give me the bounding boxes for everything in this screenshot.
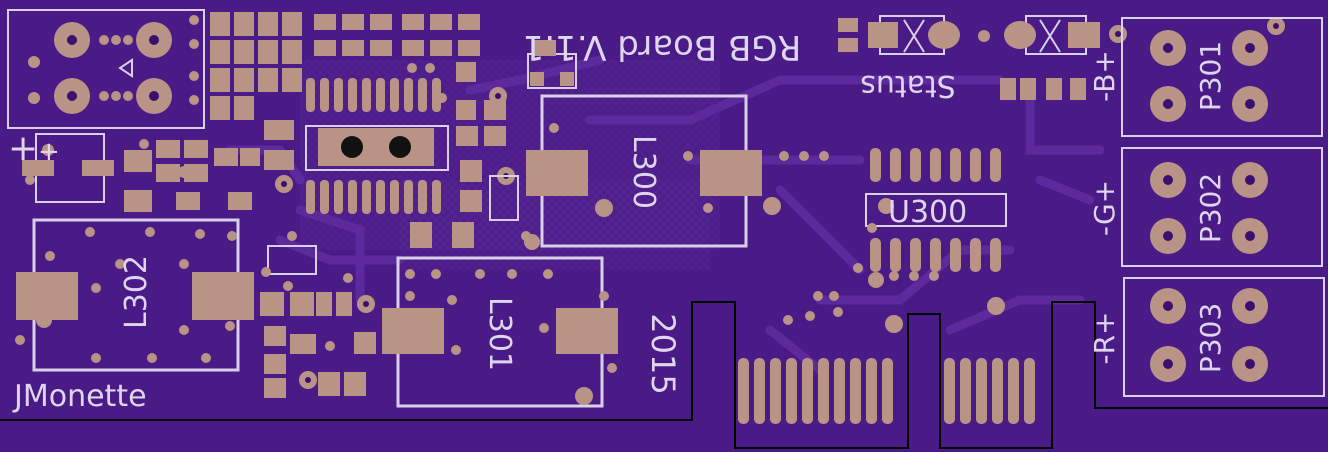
l301-vias	[405, 269, 617, 405]
edge-connector-fingers	[738, 358, 1035, 424]
board-outline	[0, 301, 1328, 449]
usb-hole	[341, 136, 363, 158]
inductor-pad	[526, 150, 588, 196]
connector-p301	[1121, 17, 1323, 137]
inductor-pad	[16, 272, 78, 320]
inductor-label-l300: L300	[626, 135, 661, 209]
usb-pad	[318, 128, 434, 166]
ic-u300	[783, 148, 1007, 333]
connector-ref-p302: P302	[1194, 173, 1227, 243]
usb-outline	[305, 125, 449, 171]
inductor-pad	[556, 308, 618, 354]
connector-p303	[1123, 277, 1325, 397]
author-label: JMonette	[12, 379, 147, 414]
inductor-label-l301: L301	[482, 297, 517, 371]
ic-label-u300: U300	[888, 195, 967, 230]
inductor-label-l302: L302	[119, 255, 154, 329]
inductor-pad	[700, 150, 762, 196]
l300-vias	[524, 123, 829, 250]
switch-outline	[7, 9, 205, 129]
copper-traces	[225, 55, 1105, 375]
status-led-area	[838, 15, 1285, 100]
board-title: RGB Board V.1.1	[523, 27, 802, 67]
connector-polarity-b: -B+	[1088, 50, 1121, 102]
power-plus-label: +	[38, 137, 60, 167]
power-plus-label: +	[8, 128, 38, 169]
switch-pads	[28, 15, 199, 114]
connector-p302	[1121, 147, 1323, 267]
connector-ref-p303: P303	[1194, 303, 1227, 373]
connector-polarity-g: -G+	[1088, 180, 1121, 236]
regulator-area	[260, 231, 376, 398]
usb-hole	[389, 136, 411, 158]
year-label: 2015	[644, 313, 682, 394]
power-input-area	[22, 133, 293, 212]
connector-polarity-r: -R+	[1088, 311, 1121, 364]
l302-vias	[15, 227, 237, 363]
inductor-pad	[382, 308, 444, 354]
inductor-pad	[192, 272, 254, 320]
connector-ref-p301: P301	[1194, 41, 1227, 111]
header-pads	[306, 78, 441, 214]
mid-components	[407, 40, 577, 248]
status-label: Status	[860, 68, 956, 103]
